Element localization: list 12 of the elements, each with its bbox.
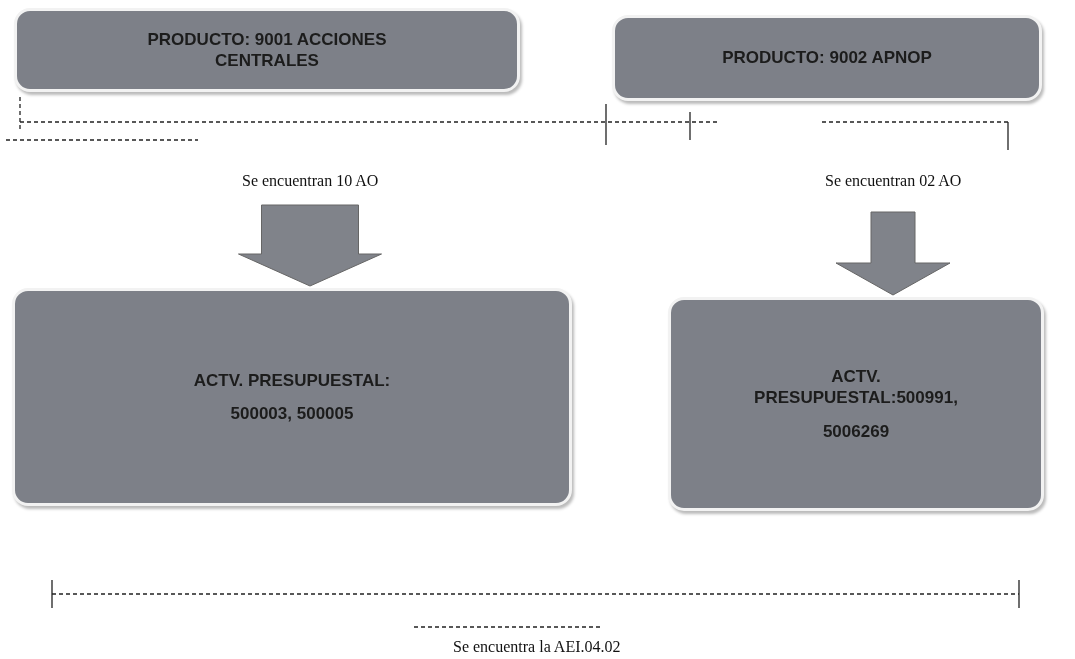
box-text: ACTV. PRESUPUESTAL:500991, — [753, 366, 959, 409]
box-text: PRODUCTO: 9001 ACCIONES CENTRALES — [146, 28, 388, 72]
rounded-box — [12, 288, 572, 506]
box-text: 5006269 — [822, 420, 890, 442]
block-arrow — [835, 211, 951, 296]
box-text: ACTV. PRESUPUESTAL: — [193, 369, 391, 391]
box-text: PRODUCTO: 9002 APNOP — [722, 47, 932, 69]
block-arrow — [238, 204, 382, 287]
rounded-box — [14, 8, 520, 92]
rounded-box — [612, 15, 1042, 101]
rounded-box — [668, 297, 1044, 511]
box-text: 500003, 500005 — [230, 403, 354, 425]
